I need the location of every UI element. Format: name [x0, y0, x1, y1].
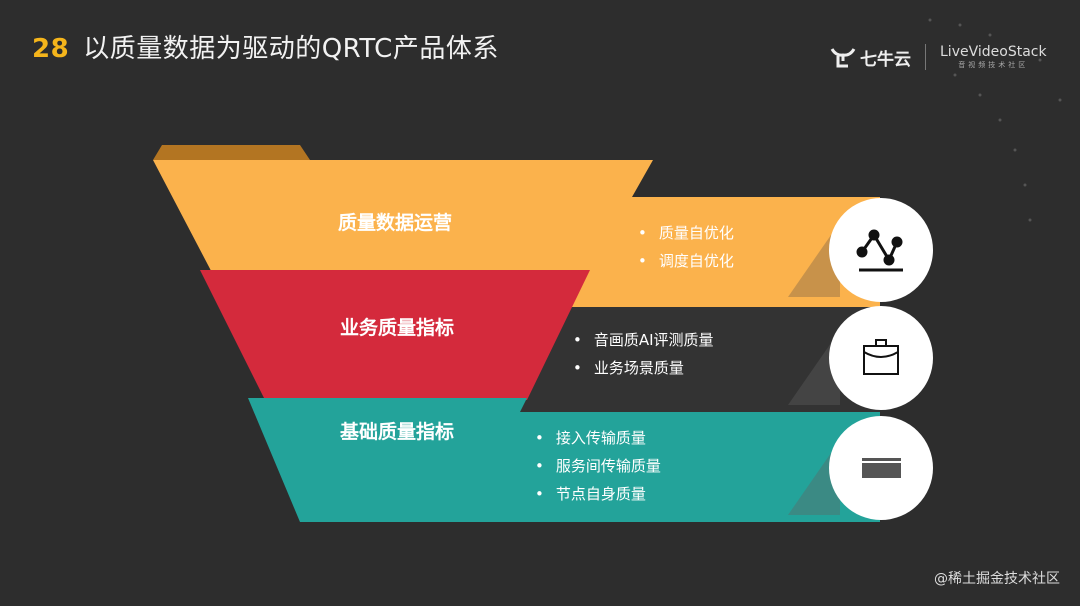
- bull-icon: [830, 48, 856, 68]
- bullet-item: 服务间传输质量: [535, 452, 661, 480]
- line-chart-icon: [856, 229, 903, 272]
- line-chart-icon-button: [829, 198, 933, 302]
- layer-1-bullets: 质量自优化 调度自优化: [638, 219, 734, 275]
- card-icon-button: [829, 416, 933, 520]
- bullet-item: 音画质AI评测质量: [573, 326, 714, 354]
- layer-3-shade: [788, 440, 840, 515]
- layer-2-bullets: 音画质AI评测质量 业务场景质量: [573, 326, 714, 382]
- briefcase-icon-button: [829, 306, 933, 410]
- bullet-item: 接入传输质量: [535, 424, 661, 452]
- bullet-item: 业务场景质量: [573, 354, 714, 382]
- bullet-item: 调度自优化: [638, 247, 734, 275]
- card-icon: [862, 458, 901, 478]
- layer-1-shade: [788, 222, 840, 297]
- layer-1-label: 质量数据运营: [337, 212, 453, 234]
- qiniu-logo: 七牛云: [830, 45, 911, 70]
- logos: 七牛云 LiveVideoStack 音视频技术社区: [830, 44, 1047, 70]
- layer-3-bullets: 接入传输质量 服务间传输质量 节点自身质量: [535, 424, 661, 508]
- layer-3-label: 基础质量指标: [339, 421, 455, 443]
- slide-title: 28 以质量数据为驱动的QRTC产品体系: [32, 28, 499, 65]
- layer-2-label: 业务质量指标: [339, 317, 455, 339]
- livevideostack-logo-text: LiveVideoStack: [940, 44, 1047, 60]
- bullet-item: 质量自优化: [638, 219, 734, 247]
- briefcase-icon: [863, 339, 899, 375]
- qiniu-logo-text: 七牛云: [860, 49, 911, 70]
- layer-2-shape: [200, 270, 590, 400]
- slide-title-text: 以质量数据为驱动的QRTC产品体系: [83, 34, 499, 64]
- livevideostack-logo: LiveVideoStack 音视频技术社区: [940, 44, 1047, 70]
- bullet-item: 节点自身质量: [535, 480, 661, 508]
- watermark: @稀土掘金技术社区: [934, 571, 1060, 587]
- slide-number: 28: [32, 34, 70, 64]
- layer-2-shade: [788, 330, 840, 405]
- livevideostack-logo-subtext: 音视频技术社区: [958, 61, 1029, 69]
- background-dots: [928, 18, 1062, 222]
- logo-divider: [925, 44, 926, 70]
- top-fold: [153, 145, 310, 160]
